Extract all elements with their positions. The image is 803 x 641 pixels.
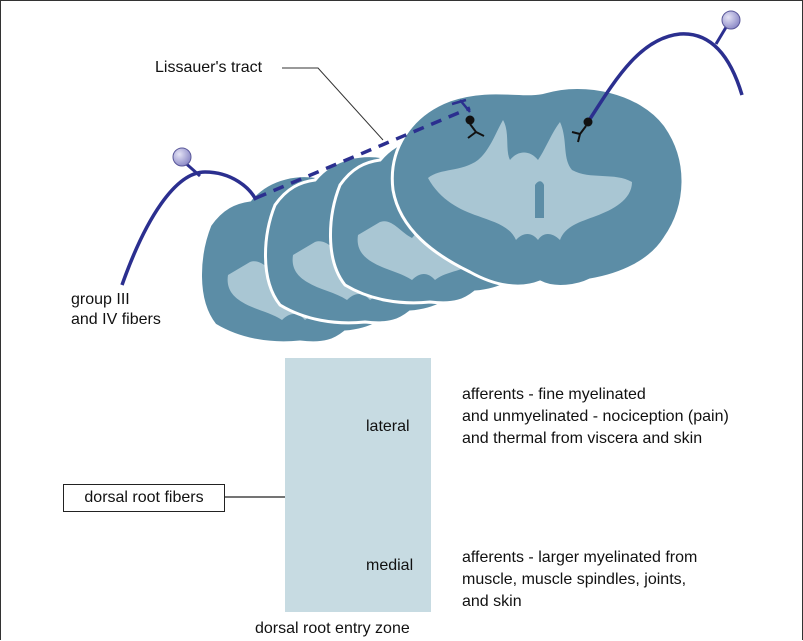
right-afferent-fiber xyxy=(586,32,744,123)
lissauer-label: Lissauer's tract xyxy=(155,59,263,76)
lateral-description-line: and thermal from viscera and skin xyxy=(462,430,703,447)
synapse-marker-right xyxy=(571,117,593,143)
lateral-description-line: afferents - fine myelinated xyxy=(462,386,646,403)
right-neuron-cell-body xyxy=(721,10,741,30)
lateral-label: lateral xyxy=(366,418,410,435)
cord-section-front xyxy=(390,85,685,288)
left-neuron-cell-body xyxy=(172,147,192,167)
dorsal-root-entry-zone-box xyxy=(285,358,431,612)
synapse-marker-left xyxy=(465,115,485,139)
group-fibers-label-line1: group III xyxy=(71,291,130,308)
lissauers-tract-path xyxy=(255,106,471,200)
dorsal-root-fibers-box: dorsal root fibers xyxy=(63,484,225,512)
medial-description-line: and skin xyxy=(462,593,522,610)
tract-branch-mark xyxy=(451,98,471,113)
lateral-description-line: and unmyelinated - nociception (pain) xyxy=(462,408,729,425)
medial-description-line: afferents - larger myelinated from xyxy=(462,549,698,566)
medial-label: medial xyxy=(366,557,414,574)
entry-zone-label: dorsal root entry zone xyxy=(255,620,410,637)
group-fibers-label-line2: and IV fibers xyxy=(71,311,161,328)
lissauer-leader-line xyxy=(282,67,384,141)
medial-description-line: muscle, muscle spindles, joints, xyxy=(462,571,687,588)
